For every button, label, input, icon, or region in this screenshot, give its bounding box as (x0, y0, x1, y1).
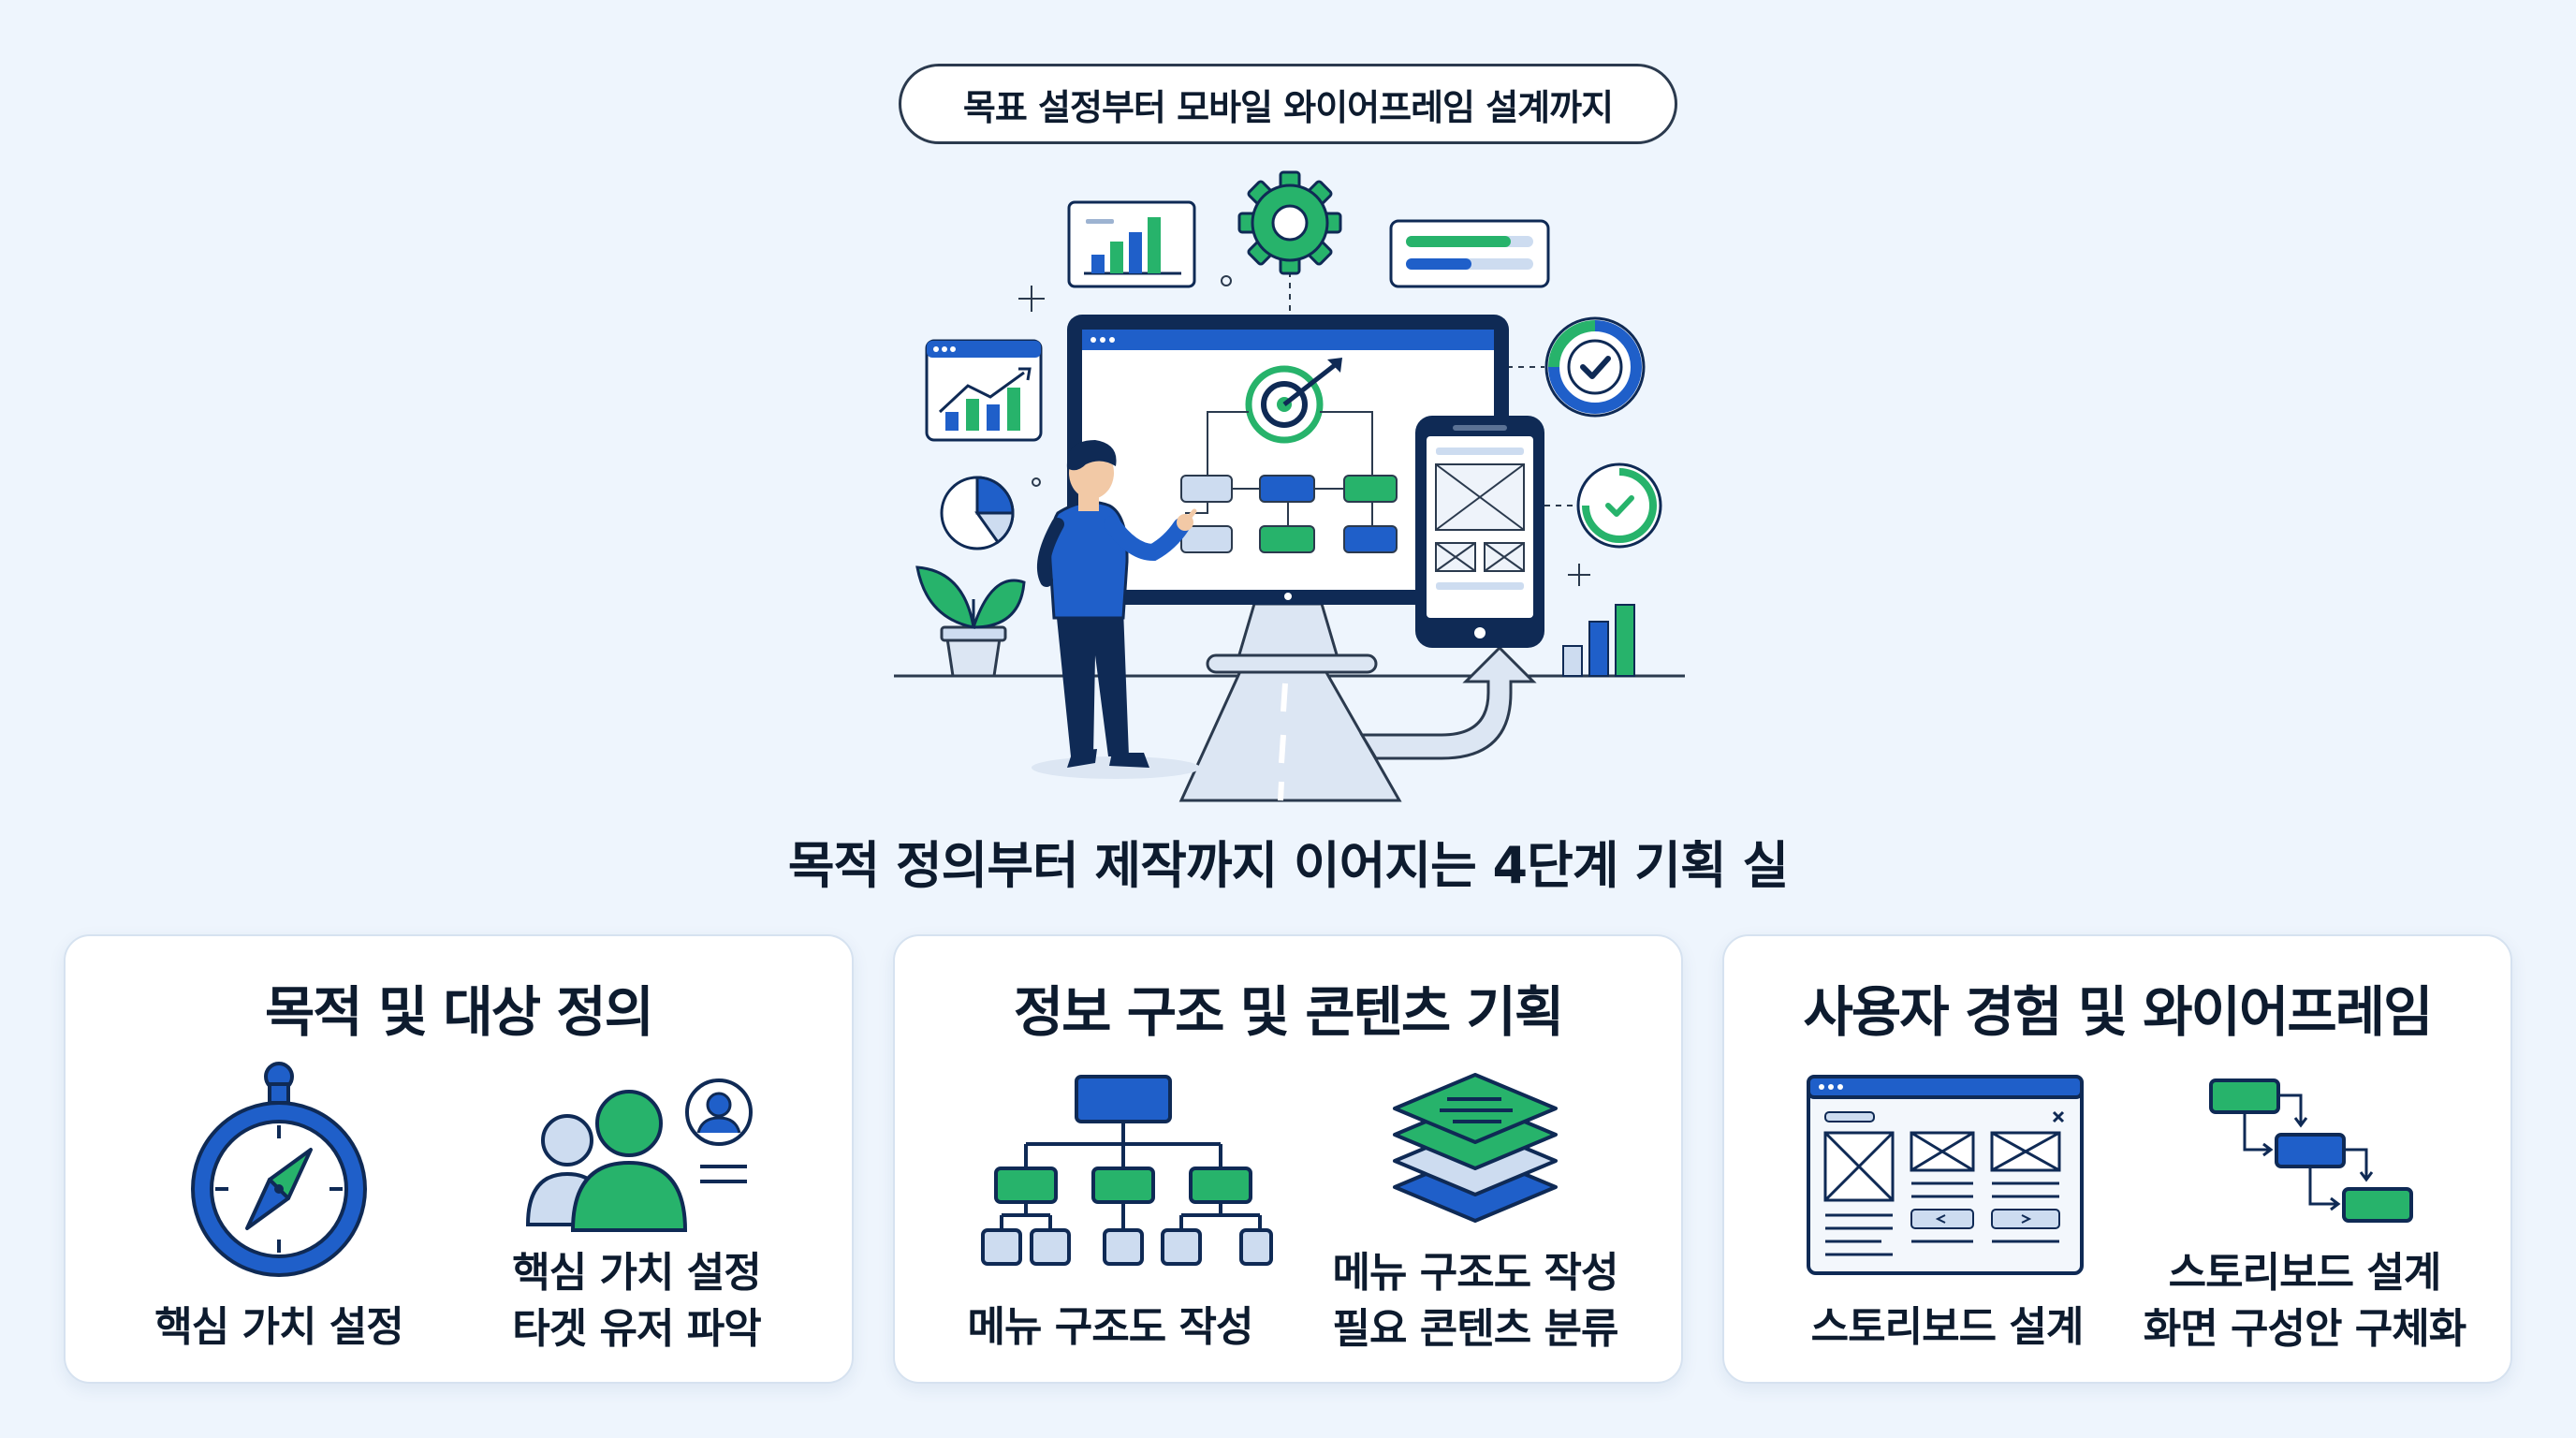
caption-left: 메뉴 구조도 작성 (967, 1303, 1254, 1351)
card-title: 정보 구조 및 콘텐츠 기획 (1013, 980, 1564, 1044)
gear-icon (1237, 170, 1342, 275)
caption-right: 핵심 가치 설정 타겟 유저 파악 (512, 1249, 762, 1353)
header-pill: 목표 설정부터 모바일 와이어프레임 설계까지 (899, 64, 1677, 144)
caption-right: 스토리보드 설계 화면 구성안 구체화 (2143, 1249, 2466, 1353)
card-title: 목적 및 대상 정의 (264, 980, 654, 1044)
flow-steps-icon (2209, 1078, 2413, 1223)
card-ux-wireframe: 사용자 경험 및 와이어프레임 스토리보드 설계 (1722, 934, 2512, 1384)
user-group-icon (525, 1078, 753, 1232)
card-title: 사용자 경험 및 와이어프레임 (1803, 980, 2434, 1044)
caption-left: 핵심 가치 설정 (154, 1303, 404, 1351)
card-purpose-target: 목적 및 대상 정의 핵심 가치 설정 핵심 가치 설정 타겟 유저 파악 (64, 934, 854, 1384)
caption-right: 메뉴 구조도 작성 필요 콘텐츠 분류 (1332, 1249, 1619, 1353)
caption-left: 스토리보드 설계 (1810, 1303, 2085, 1351)
sitemap-icon (981, 1075, 1273, 1266)
wireframe-window-icon (1807, 1075, 2084, 1275)
subtitle: 목적 정의부터 제작까지 이어지는 4단계 기획 실 (787, 836, 1789, 895)
card-info-structure: 정보 구조 및 콘텐츠 기획 메뉴 구조도 작성 (893, 934, 1683, 1384)
planning-hero-illustration (894, 170, 1685, 802)
compass-icon (191, 1062, 367, 1277)
stacked-layers-icon (1393, 1073, 1558, 1223)
